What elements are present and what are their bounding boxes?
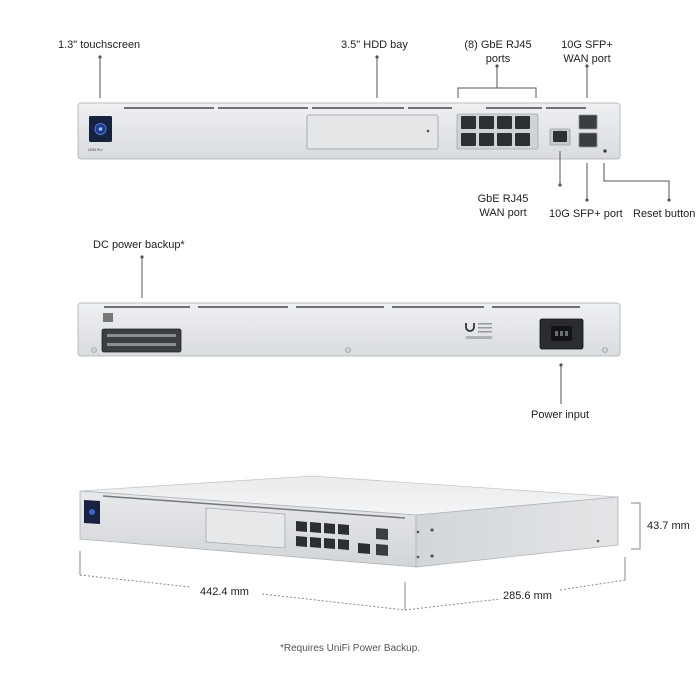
label-touchscreen: 1.3" touchscreen (58, 39, 141, 51)
rj45-port-block (456, 113, 539, 150)
rear-screw-center (345, 347, 351, 353)
ubiquiti-logo (465, 323, 475, 332)
rear-view-device (77, 302, 621, 357)
label-hdd-bay: 3.5" HDD bay (341, 39, 408, 51)
label-gbe-wan-line1: GbE RJ45 (477, 193, 529, 205)
reset-button-hole (603, 149, 607, 153)
front-top-vents (124, 107, 586, 109)
screen-brand-text: UDM Pro (88, 148, 102, 152)
label-gbe-wan: GbE RJ45 WAN port (470, 192, 536, 220)
label-depth: 285.6 mm (503, 590, 552, 602)
rear-leader-dots (140, 255, 563, 367)
dimension-lines (79, 502, 641, 611)
dc-backup-connector (101, 328, 182, 353)
isometric-device (79, 475, 619, 568)
rear-screw-left (91, 347, 97, 353)
touchscreen-dot (98, 127, 103, 131)
label-rj45-ports: (8) GbE RJ45 ports (455, 38, 541, 66)
sfp-lan-port (578, 132, 598, 148)
label-power-input: Power input (531, 409, 590, 421)
gbe-wan-port (553, 131, 567, 142)
label-sfp-wan-line2: WAN port (563, 53, 611, 65)
front-view-device: UDM Pro (77, 102, 621, 160)
rear-top-vents (104, 306, 580, 308)
rear-leader-lines (141, 257, 562, 404)
label-sfp-port: 10G SFP+ port (549, 208, 623, 220)
qr-label (103, 313, 113, 322)
front-leader-lines (99, 57, 670, 200)
label-sfp-wan: 10G SFP+ WAN port (555, 38, 619, 66)
label-reset-button: Reset button (633, 208, 696, 220)
hdd-bay (306, 114, 439, 150)
label-rj45-ports-line2: ports (485, 53, 511, 65)
label-gbe-wan-line2: WAN port (479, 207, 527, 219)
label-height: 43.7 mm (647, 520, 690, 532)
label-sfp-wan-line1: 10G SFP+ (561, 39, 613, 51)
certification-marks (466, 336, 492, 339)
front-leader-dots (98, 55, 671, 202)
label-dc-backup: DC power backup* (93, 239, 185, 251)
label-width: 442.4 mm (200, 586, 249, 598)
footnote: *Requires UniFi Power Backup. (279, 643, 421, 654)
label-rj45-ports-line1: (8) GbE RJ45 (464, 39, 532, 51)
hdd-bay-led (426, 129, 430, 133)
sfp-wan-port (578, 114, 598, 130)
rear-screw-right (602, 347, 608, 353)
